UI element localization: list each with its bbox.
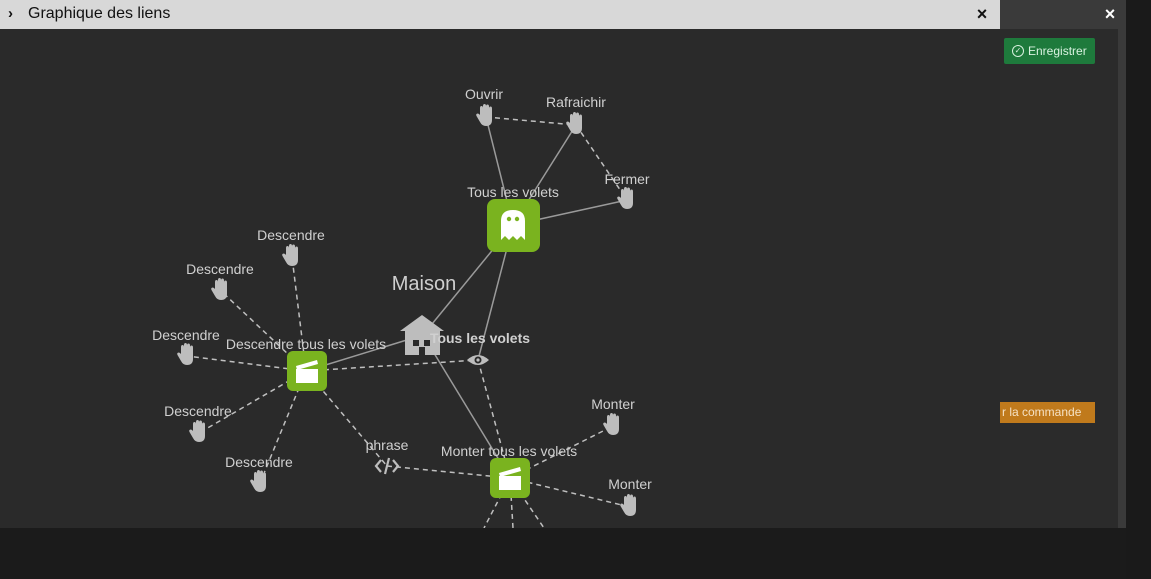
- hand-icon[interactable]: [620, 494, 636, 516]
- save-button-label: Enregistrer: [1028, 44, 1087, 58]
- background-close-button[interactable]: ×: [1104, 4, 1116, 24]
- modal-title: Graphique des liens: [28, 5, 171, 22]
- label-ouvrir: Ouvrir: [465, 86, 503, 102]
- hand-icon[interactable]: [476, 104, 492, 126]
- check-circle-icon: ✓: [1012, 45, 1024, 57]
- label-monter-2: Monter: [608, 476, 652, 492]
- label-descendre-5: Descendre: [225, 454, 293, 470]
- label-monter-1: Monter: [591, 396, 635, 412]
- label-maison: Maison: [392, 273, 456, 295]
- label-descendre-1: Descendre: [257, 227, 325, 243]
- links-graph-modal: › Graphique des liens ×: [0, 0, 1000, 528]
- ghost-icon: [501, 210, 525, 240]
- label-scenario-up: Monter tous les volets: [441, 443, 577, 459]
- background-footer: [0, 528, 1126, 579]
- clapperboard-icon: [296, 360, 318, 383]
- hand-icon[interactable]: [617, 187, 633, 209]
- label-phrase: phrase: [366, 437, 409, 453]
- chevron-right-icon[interactable]: ›: [8, 5, 13, 22]
- label-scenario-down: Descendre tous les volets: [226, 336, 386, 352]
- hand-icon[interactable]: [250, 470, 266, 492]
- graph-canvas[interactable]: Ouvrir Rafraichir Fermer Tous les volets…: [0, 29, 1000, 528]
- save-button[interactable]: ✓ Enregistrer: [1004, 38, 1095, 64]
- scenario-down-node[interactable]: [287, 351, 327, 391]
- modal-header: › Graphique des liens ×: [0, 0, 1000, 29]
- hand-icon[interactable]: [282, 244, 298, 266]
- label-rafraichir: Rafraichir: [546, 94, 606, 110]
- label-fermer: Fermer: [604, 171, 649, 187]
- label-view: Tous les volets: [430, 330, 530, 346]
- hand-icon[interactable]: [211, 278, 227, 300]
- hand-icon[interactable]: [177, 343, 193, 365]
- modal-close-button[interactable]: ×: [976, 4, 988, 24]
- links-graph[interactable]: Ouvrir Rafraichir Fermer Tous les volets…: [0, 29, 1000, 528]
- label-descendre-2: Descendre: [186, 261, 254, 277]
- command-button[interactable]: r la commande: [998, 402, 1095, 423]
- hand-icon[interactable]: [603, 413, 619, 435]
- background-scrollbar[interactable]: [1118, 29, 1126, 528]
- hand-icon[interactable]: [189, 420, 205, 442]
- background-edge: [1126, 0, 1151, 579]
- eye-icon[interactable]: [467, 355, 489, 365]
- plugin-node[interactable]: [487, 199, 540, 252]
- hand-icon[interactable]: [566, 112, 582, 134]
- label-descendre-3: Descendre: [152, 327, 220, 343]
- label-plugin: Tous les volets: [467, 184, 559, 200]
- background-panel: [998, 29, 1126, 528]
- code-icon[interactable]: [374, 457, 400, 475]
- house-icon[interactable]: [400, 315, 444, 355]
- label-descendre-4: Descendre: [164, 403, 232, 419]
- background-header: [998, 0, 1126, 29]
- scenario-up-node[interactable]: [490, 458, 530, 498]
- clapperboard-icon: [499, 467, 521, 490]
- solid-edges: [305, 116, 628, 479]
